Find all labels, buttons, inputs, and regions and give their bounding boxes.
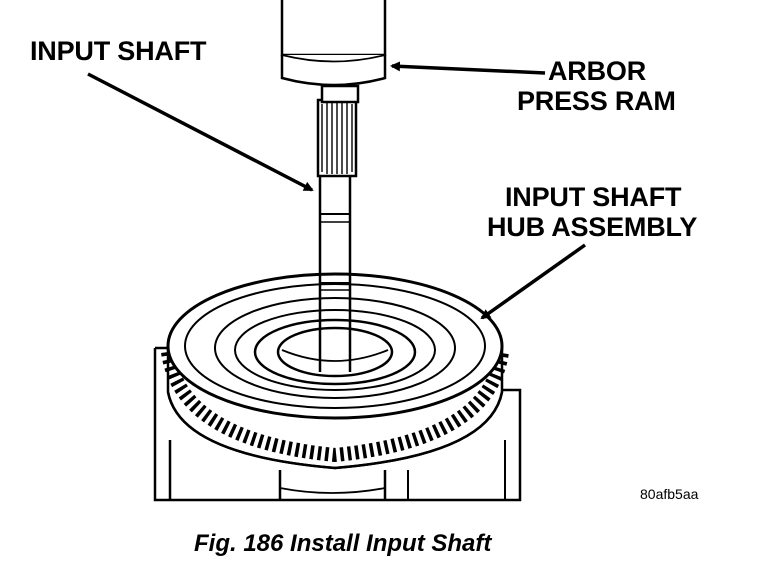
label-arbor-press-ram-line2: PRESS RAM (517, 86, 676, 116)
lower-shaft (278, 470, 387, 500)
arrow-hub-assembly (480, 243, 587, 320)
input-shaft-part (316, 84, 360, 372)
label-hub-assembly-line2: HUB ASSEMBLY (487, 212, 698, 242)
label-input-shaft: INPUT SHAFT (30, 36, 207, 66)
figure-caption: Fig. 186 Install Input Shaft (194, 530, 492, 557)
arbor-press-ram (280, 0, 387, 87)
arrow-input-shaft (87, 72, 314, 192)
hub-assembly (161, 272, 509, 470)
label-arbor-press-ram-line1: ARBOR (548, 56, 646, 86)
label-hub-assembly-line1: INPUT SHAFT (505, 182, 682, 212)
arrow-arbor-press-ram (390, 61, 546, 75)
leader-arrows (87, 61, 587, 320)
image-code: 80afb5aa (640, 486, 699, 502)
